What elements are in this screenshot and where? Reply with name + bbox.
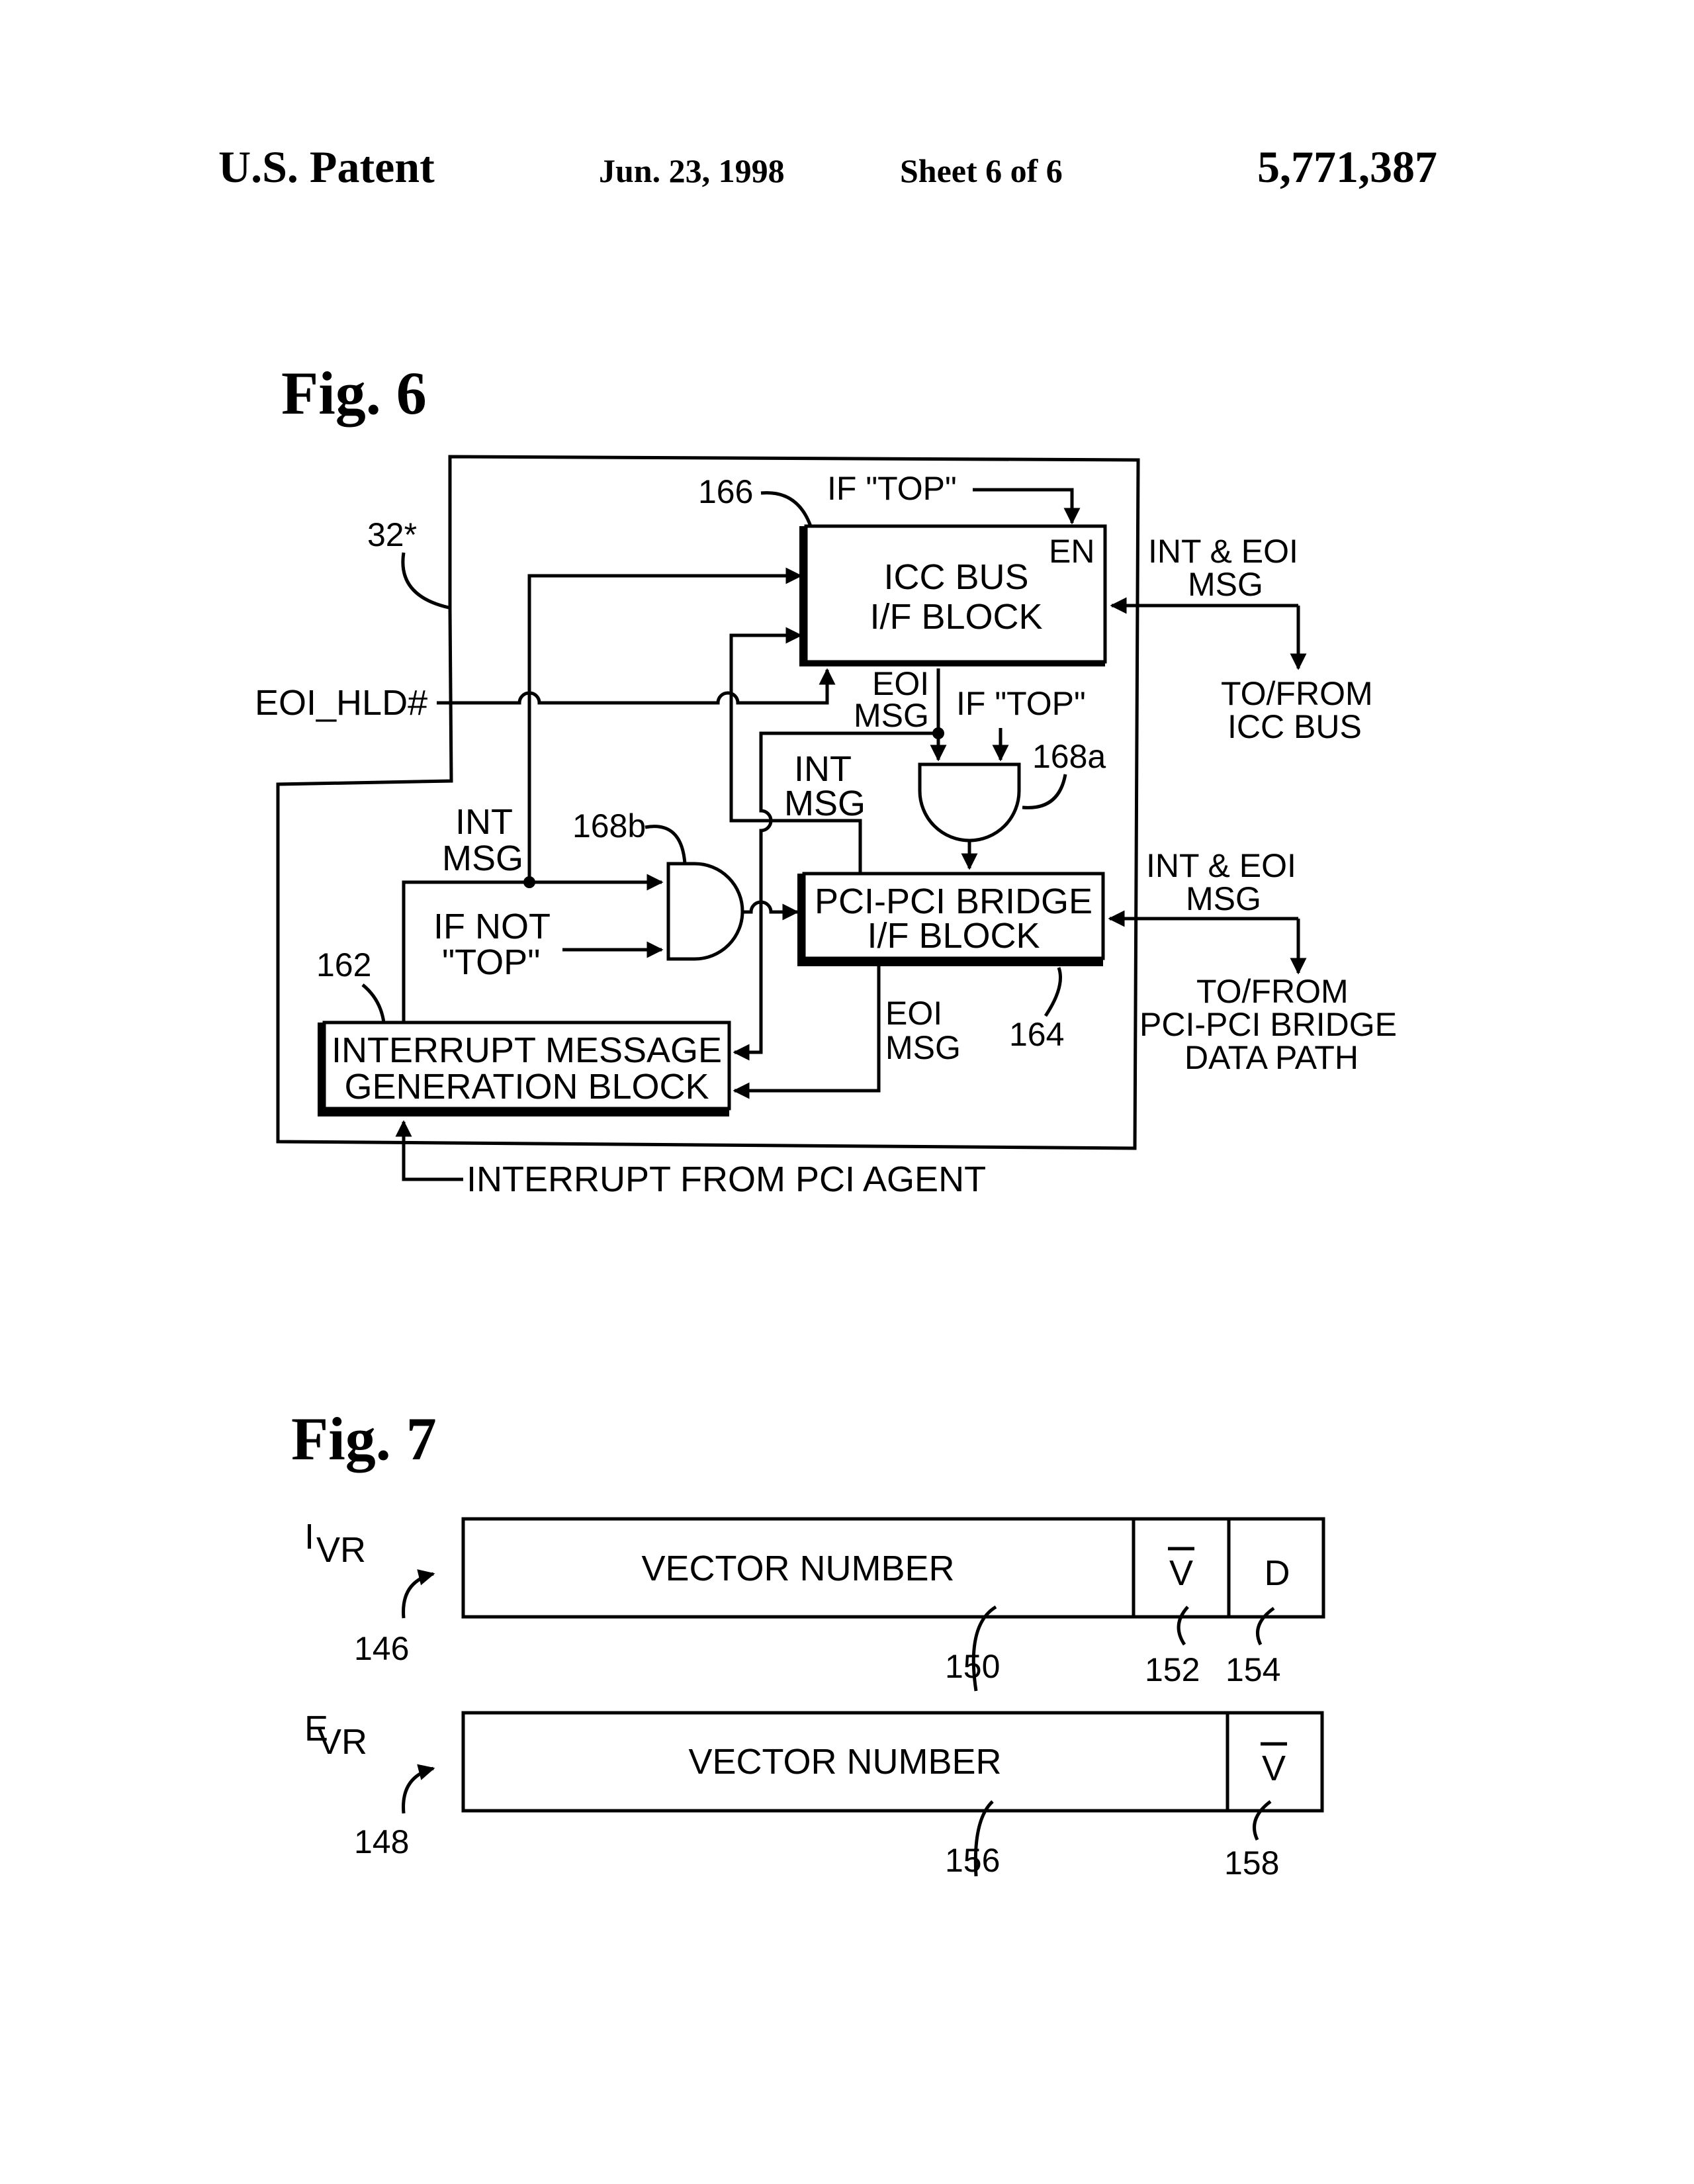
evr-ref: 148	[354, 1823, 409, 1860]
figure-7: Fig. 7 I VR 146 VECTOR NUMBER V D 150 15…	[291, 1405, 1323, 1882]
leader-168a	[1022, 774, 1065, 807]
leader-162	[363, 985, 384, 1023]
evr-register: E VR 148 VECTOR NUMBER V 156 158	[304, 1709, 1322, 1882]
ivr-pointer	[404, 1574, 433, 1618]
int-msg-left-2: MSG	[442, 839, 523, 878]
header-patent-number: 5,771,387	[1257, 142, 1437, 192]
if-top-label-1: IF "TOP"	[827, 470, 957, 507]
int-msg-left-1: INT	[455, 802, 513, 842]
header-date: Jun. 23, 1998	[599, 152, 785, 189]
to-from-pci-3: DATA PATH	[1184, 1039, 1359, 1076]
and-gate-168b	[668, 864, 742, 959]
evr-v-field: V	[1262, 1749, 1286, 1788]
interrupt-from-arrow	[404, 1122, 463, 1179]
imgb-line1: INTERRUPT MESSAGE	[332, 1030, 722, 1070]
en-label: EN	[1049, 533, 1094, 570]
pci-block-line1: PCI-PCI BRIDGE	[815, 882, 1092, 921]
leader-166	[761, 493, 811, 526]
ivr-label-sub: VR	[316, 1530, 366, 1570]
eoi-hld-label: EOI_HLD#	[255, 683, 427, 723]
int-eoi-msg-1-line1: INT & EOI	[1148, 533, 1298, 570]
ivr-d-field: D	[1265, 1553, 1290, 1593]
if-top-arrow-1	[973, 490, 1072, 523]
eoi-msg-pci-to-imgb	[735, 966, 879, 1091]
fig6-title: Fig. 6	[281, 359, 427, 427]
to-from-icc-2: ICC BUS	[1227, 708, 1362, 745]
evr-label-sub: VR	[318, 1722, 367, 1762]
if-not-top-2: "TOP"	[442, 942, 540, 982]
eoi-hld-line	[437, 670, 827, 703]
ref-and-b: 168b	[572, 807, 646, 844]
ref-imgb: 162	[316, 946, 371, 983]
page-header: U.S. Patent Jun. 23, 1998 Sheet 6 of 6 5…	[218, 142, 1437, 192]
to-from-pci-1: TO/FROM	[1196, 973, 1349, 1010]
header-left: U.S. Patent	[218, 142, 435, 192]
to-from-icc-1: TO/FROM	[1221, 675, 1373, 712]
figure-6: Fig. 6 32* ICC BUS I/F BLOCK EN 166 IF "…	[255, 359, 1397, 1199]
ivr-v-field: V	[1169, 1553, 1193, 1593]
imgb-line2: GENERATION BLOCK	[344, 1067, 709, 1107]
eoi-msg-bottom-1: EOI	[885, 995, 942, 1032]
interrupt-from-label: INTERRUPT FROM PCI AGENT	[467, 1160, 986, 1199]
ivr-register: I VR 146 VECTOR NUMBER V D 150 152 154	[304, 1517, 1323, 1691]
eoi-msg-bottom-2: MSG	[885, 1029, 961, 1066]
evr-v-ref: 158	[1224, 1844, 1279, 1882]
ivr-d-ref: 154	[1226, 1651, 1280, 1688]
and-b-output	[742, 902, 797, 912]
icc-block-line1: ICC BUS	[883, 557, 1028, 597]
pci-block-line2: I/F BLOCK	[867, 916, 1040, 956]
ivr-label-main: I	[304, 1517, 314, 1557]
ref-icc-block: 166	[698, 473, 753, 510]
leader-outer	[403, 553, 449, 608]
eoi-msg-top-2: MSG	[854, 697, 929, 734]
if-top-label-2: IF "TOP"	[956, 685, 1086, 722]
header-sheet: Sheet 6 of 6	[900, 152, 1063, 189]
ref-outer: 32*	[367, 516, 417, 553]
int-eoi-msg-2-line2: MSG	[1186, 880, 1261, 917]
leader-164	[1046, 968, 1061, 1016]
evr-vector-field: VECTOR NUMBER	[688, 1742, 1001, 1782]
ref-pci-block: 164	[1009, 1016, 1064, 1053]
fig7-title: Fig. 7	[291, 1405, 437, 1473]
ivr-vector-field: VECTOR NUMBER	[641, 1549, 954, 1588]
if-not-top-1: IF NOT	[433, 907, 551, 946]
int-msg-mid-2: MSG	[784, 784, 866, 823]
int-eoi-msg-2-line1: INT & EOI	[1146, 847, 1296, 884]
int-msg-mid-1: INT	[794, 749, 852, 789]
ivr-vector-ref: 150	[945, 1648, 1000, 1685]
int-eoi-msg-1-line2: MSG	[1188, 566, 1263, 603]
icc-block-line2: I/F BLOCK	[869, 597, 1042, 637]
evr-pointer	[404, 1768, 433, 1813]
to-from-pci-2: PCI-PCI BRIDGE	[1139, 1006, 1397, 1043]
and-gate-168a	[920, 764, 1019, 841]
leader-168b	[645, 827, 685, 864]
ivr-ref: 146	[354, 1630, 409, 1667]
ref-and-a: 168a	[1032, 738, 1106, 775]
ivr-v-ref: 152	[1145, 1651, 1200, 1688]
evr-vector-ref: 156	[945, 1842, 1000, 1879]
